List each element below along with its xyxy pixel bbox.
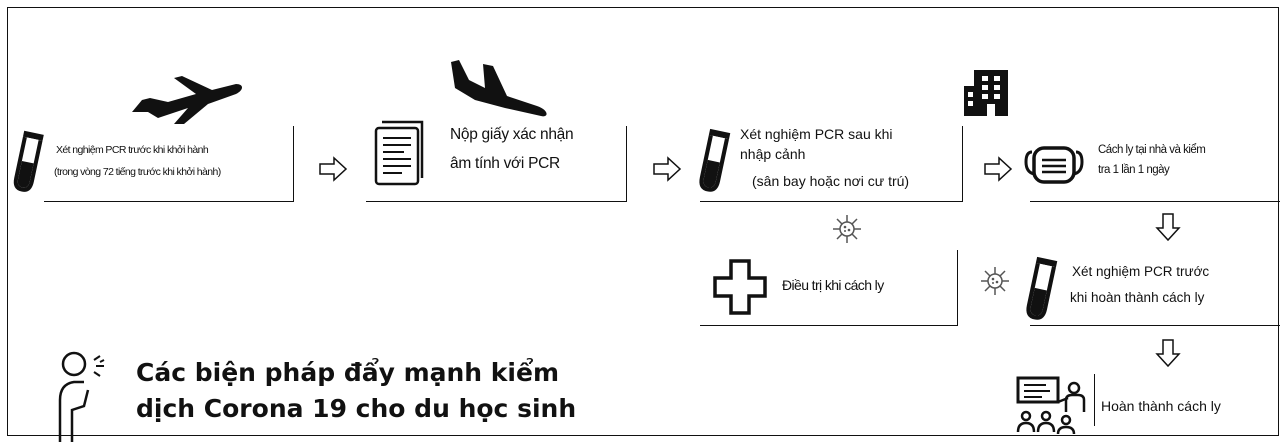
- step7-line1: Hoàn thành cách ly: [1101, 398, 1221, 414]
- airplane-takeoff-icon: [132, 76, 242, 124]
- coughing-person-icon: [58, 351, 105, 442]
- step2-line2: âm tính với PCR: [450, 155, 560, 172]
- step1-line2: (trong vòng 72 tiếng trước khi khởi hành…: [54, 166, 221, 178]
- document-icon: [374, 120, 424, 186]
- title-line1: Các biện pháp đẩy mạnh kiểm: [136, 358, 560, 387]
- step2-line1: Nộp giấy xác nhận: [450, 126, 574, 143]
- virus-icon: [833, 215, 861, 243]
- arrow-down-icon: [1155, 339, 1181, 368]
- arrow-down-icon: [1155, 213, 1181, 242]
- step6-underline: [1030, 250, 1280, 326]
- arrow-right-icon: [984, 156, 1013, 182]
- step7-underline: [1094, 374, 1282, 426]
- arrow-right-icon: [319, 156, 348, 182]
- step6-line2: khi hoàn thành cách ly: [1070, 290, 1205, 305]
- test-tube-icon: [13, 130, 44, 192]
- medical-cross-icon: [713, 259, 767, 315]
- step5-line1: Điều trị khi cách ly: [782, 277, 884, 293]
- step3-underline: [700, 126, 963, 202]
- arrow-right-icon: [653, 156, 682, 182]
- test-tube-icon: [1026, 256, 1058, 320]
- step5-underline: [700, 250, 958, 326]
- airplane-landing-icon: [451, 60, 547, 117]
- diagram-frame: [7, 7, 1279, 436]
- step3-line3: (sân bay hoặc nơi cư trú): [752, 173, 910, 189]
- step4-line2: tra 1 lần 1 ngày: [1098, 164, 1170, 176]
- step3-line2: nhập cảnh: [740, 146, 806, 162]
- face-mask-icon: [1024, 146, 1084, 184]
- virus-icon: [981, 267, 1009, 295]
- step1-line1: Xét nghiệm PCR trước khi khởi hành: [56, 144, 209, 156]
- classroom-icon: [1016, 376, 1086, 435]
- title-line2: dịch Corona 19 cho du học sinh: [136, 394, 577, 423]
- diagram-title: Các biện pháp đẩy mạnh kiểm dịch Corona …: [136, 355, 576, 427]
- step4-line1: Cách ly tại nhà và kiểm: [1098, 144, 1206, 156]
- test-tube-icon: [699, 128, 731, 192]
- step1-underline: [44, 126, 294, 202]
- step3-line1: Xét nghiệm PCR sau khi: [740, 126, 893, 142]
- step2-underline: [366, 126, 627, 202]
- building-icon: [964, 70, 1008, 116]
- step6-line1: Xét nghiệm PCR trước: [1072, 264, 1210, 279]
- step4-underline: [1030, 126, 1280, 202]
